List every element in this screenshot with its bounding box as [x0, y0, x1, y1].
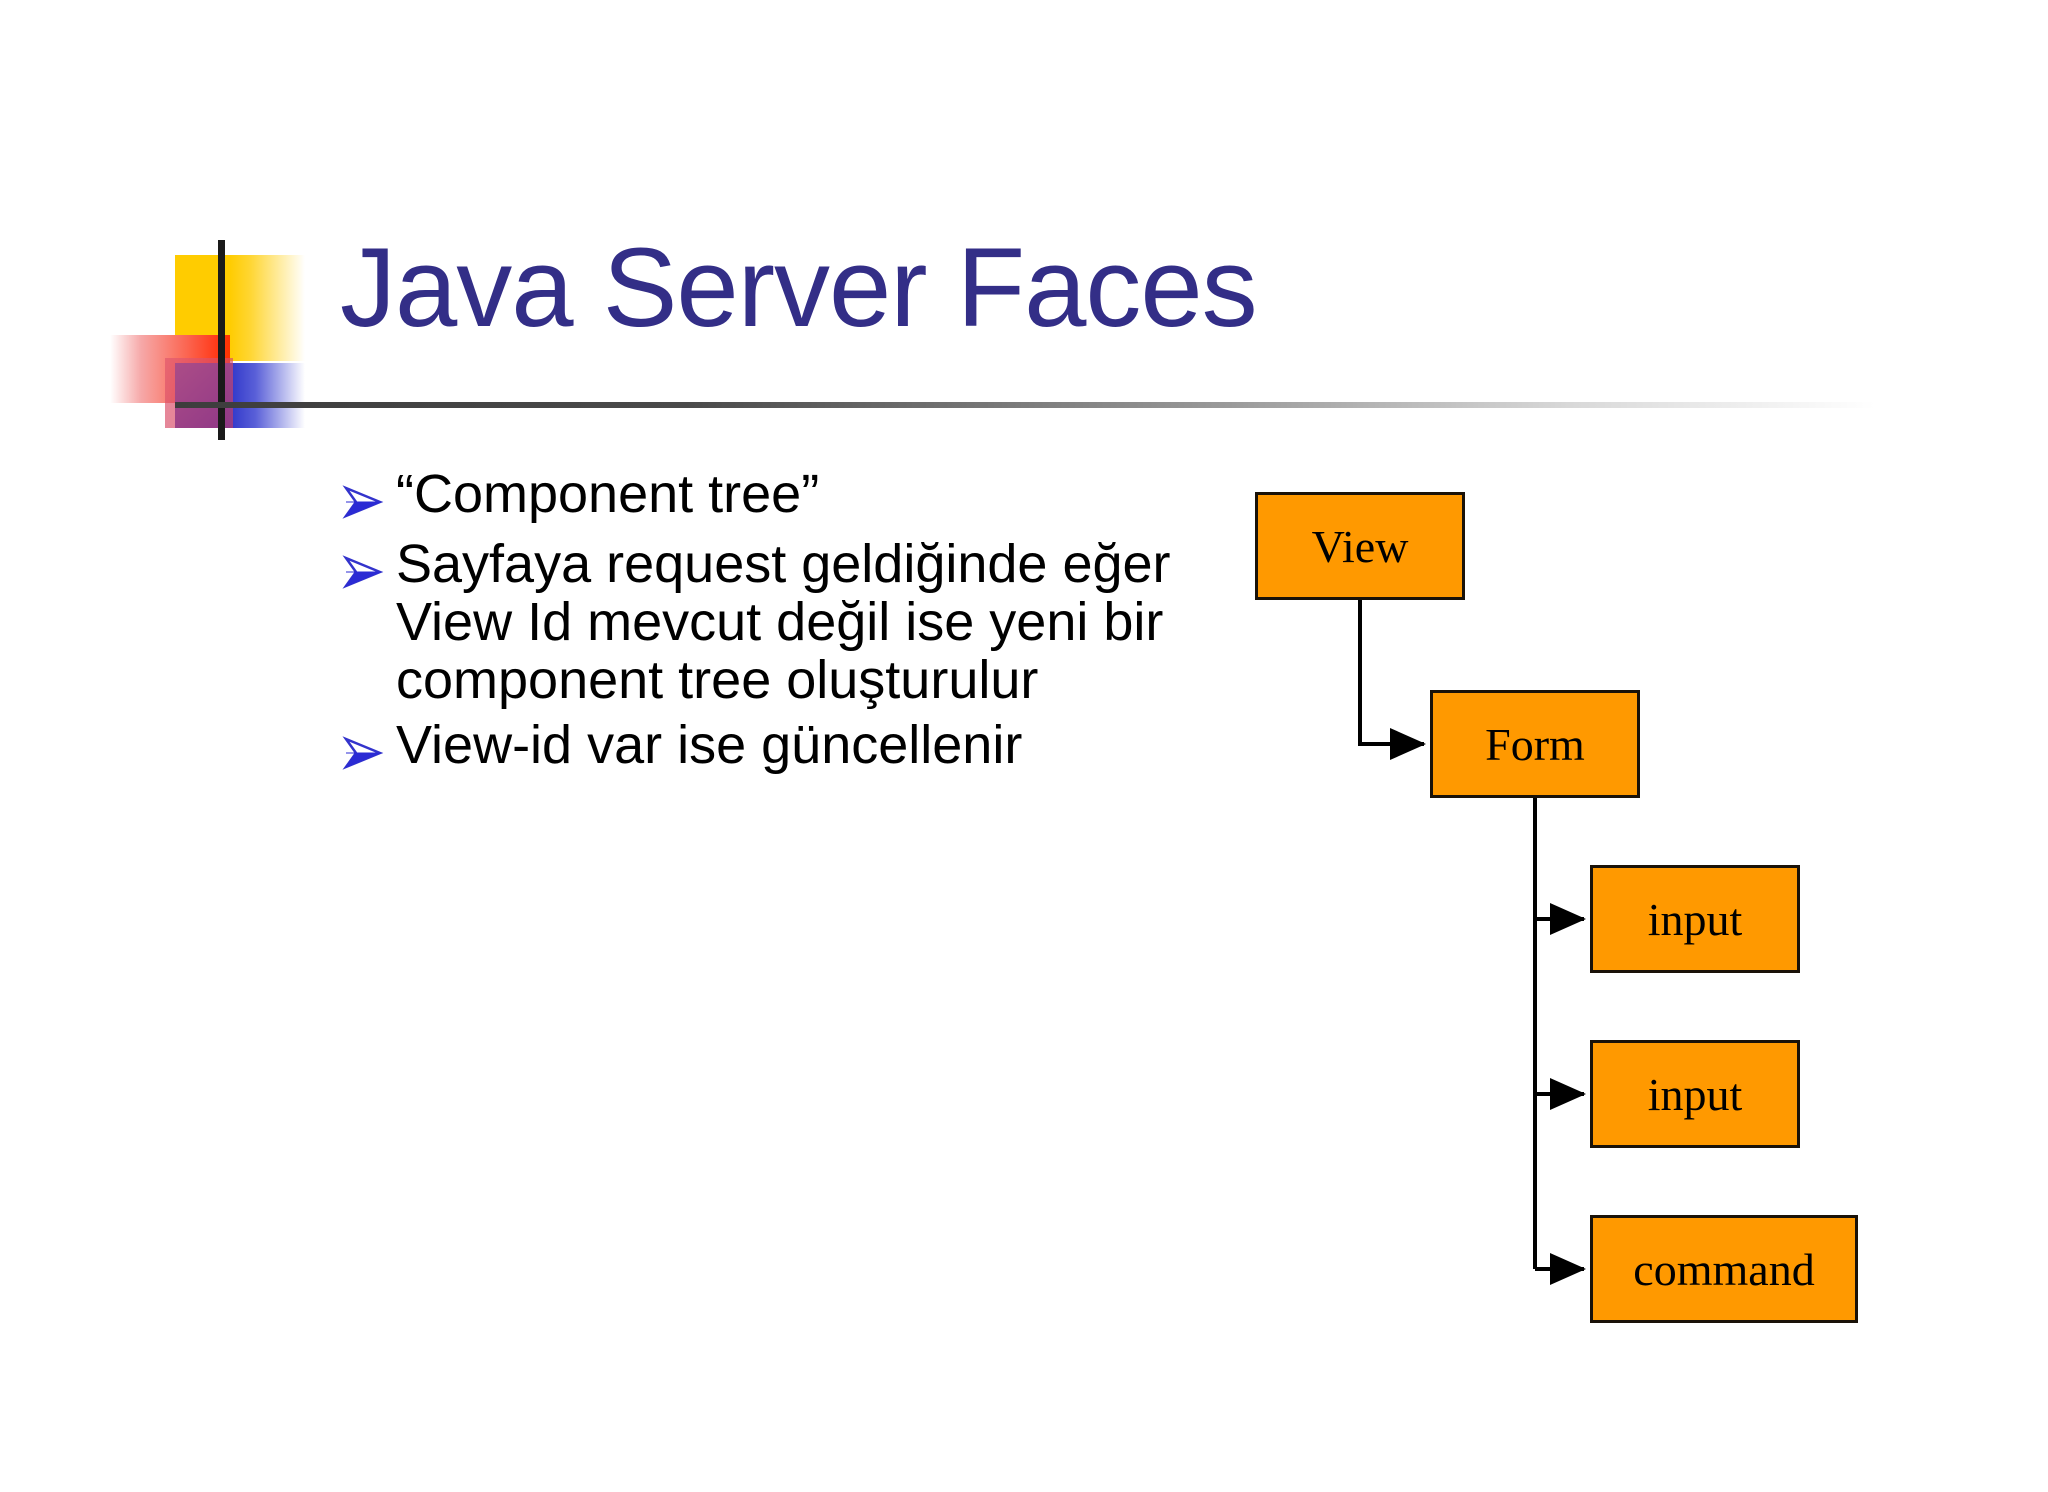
diagram-node-command[interactable]: command	[1590, 1215, 1858, 1323]
bullet-list: “Component tree” Sayfaya request geldiği…	[340, 464, 1240, 787]
title-divider	[175, 402, 1875, 408]
list-item-label: Sayfaya request geldiğinde eğer View Id …	[396, 534, 1171, 710]
connector-lines	[1358, 600, 1586, 1285]
list-item-label: View-id var ise güncellenir	[396, 715, 1023, 776]
diagram-node-form[interactable]: Form	[1430, 690, 1640, 798]
page-title: Java Server Faces	[340, 225, 1258, 350]
decorative-logo	[110, 240, 330, 440]
arrow-bullet-icon	[340, 466, 396, 528]
diagram-node-input-1[interactable]: input	[1590, 865, 1800, 973]
vertical-rule	[218, 240, 225, 440]
diagram-node-input-2[interactable]: input	[1590, 1040, 1800, 1148]
arrow-bullet-icon	[340, 536, 396, 598]
list-item: “Component tree”	[340, 464, 1240, 528]
list-item: View-id var ise güncellenir	[340, 717, 1240, 779]
list-item: Sayfaya request geldiğinde eğer View Id …	[340, 534, 1240, 710]
arrow-bullet-icon	[340, 717, 396, 779]
component-tree-diagram: View Form input input command	[1230, 480, 2020, 1323]
list-item-label: “Component tree”	[396, 464, 820, 524]
diagram-node-view[interactable]: View	[1255, 492, 1465, 600]
